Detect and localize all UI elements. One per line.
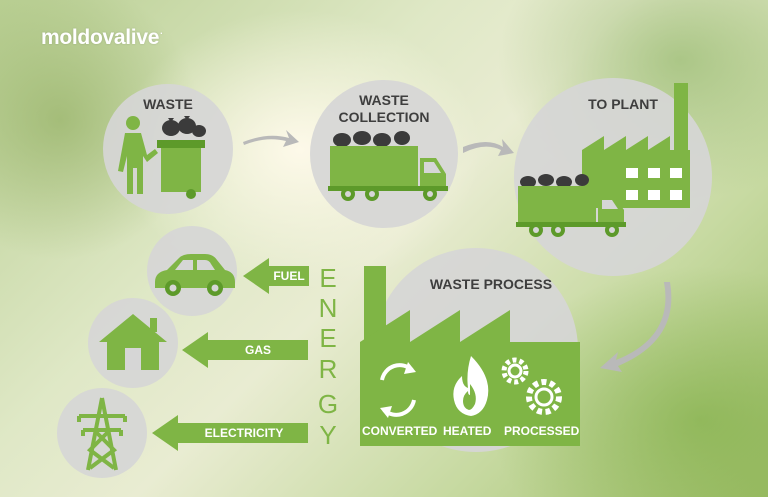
electricity-label: ELECTRICITY	[204, 426, 284, 440]
person-bin-icon	[118, 116, 206, 199]
gears-icon	[501, 357, 562, 415]
energy-letter-e1: E	[319, 263, 337, 293]
energy-letter-y: Y	[319, 420, 337, 450]
waste-circle: WASTE	[103, 84, 233, 214]
factory-truck-icon	[516, 83, 690, 237]
garbage-truck-icon	[328, 131, 448, 201]
fuel-label: FUEL	[273, 269, 305, 283]
power-tower-icon	[77, 397, 127, 471]
gas-circle	[88, 298, 178, 388]
car-icon	[155, 254, 235, 296]
brand-logo: moldovalive.	[41, 26, 163, 50]
energy-letter-e2: E	[319, 323, 337, 353]
energy-letter-n: N	[318, 293, 338, 323]
collection-title-line2: COLLECTION	[338, 109, 430, 125]
house-icon	[99, 314, 167, 370]
energy-letter-g: G	[317, 389, 339, 419]
plant-label-heated: HEATED	[443, 424, 492, 438]
logo-mark: .	[160, 26, 163, 36]
gas-label: GAS	[244, 343, 271, 357]
collection-circle: WASTE COLLECTION	[310, 80, 458, 228]
waste-title: WASTE	[143, 96, 193, 112]
process-title: WASTE PROCESS	[429, 276, 553, 292]
plant-label-converted: CONVERTED	[362, 424, 438, 438]
collection-title-line1: WASTE	[359, 92, 409, 108]
fuel-circle	[147, 226, 237, 316]
electricity-circle	[57, 388, 147, 478]
energy-letter-r: R	[318, 354, 338, 384]
plant-label-processed: PROCESSED	[504, 424, 580, 438]
logo-text: moldovalive	[41, 26, 160, 49]
to-plant-circle: TO PLANT	[514, 78, 712, 276]
to-plant-title: TO PLANT	[588, 96, 658, 112]
